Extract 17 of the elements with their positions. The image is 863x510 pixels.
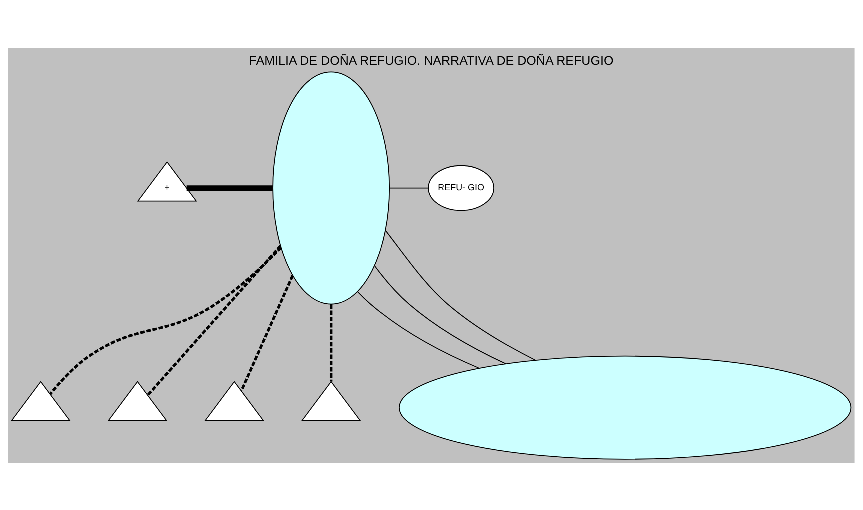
node-triangle xyxy=(301,380,362,421)
connector xyxy=(357,290,480,368)
connector xyxy=(385,230,536,360)
node-triangle xyxy=(204,380,265,421)
node-triangle xyxy=(108,380,168,421)
connector xyxy=(49,246,282,395)
node-triangle xyxy=(10,380,71,421)
connector xyxy=(374,265,507,364)
node-ellipse xyxy=(272,71,390,304)
connector xyxy=(147,244,282,396)
connector xyxy=(186,185,273,190)
diagram-title: FAMILIA DE DOÑA REFUGIO. NARRATIVA DE DOÑA REFUGIO xyxy=(249,54,614,68)
node-ellipse: REFU- GIO xyxy=(428,164,494,211)
connector xyxy=(240,274,294,391)
node-ellipse xyxy=(399,355,852,460)
connector xyxy=(330,304,333,382)
connector xyxy=(389,187,429,188)
